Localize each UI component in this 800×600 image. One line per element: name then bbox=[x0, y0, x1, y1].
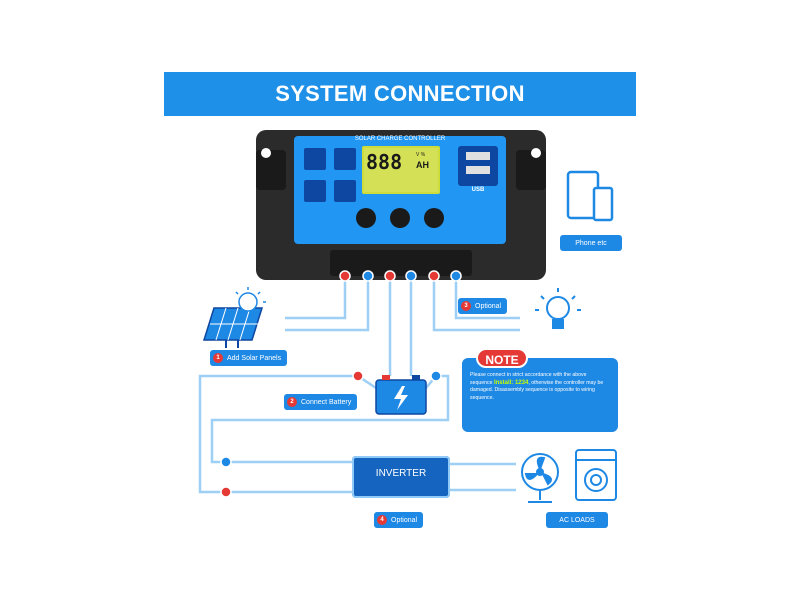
label-ac-loads: AC LOADS bbox=[546, 512, 608, 528]
step-number: 1 bbox=[213, 353, 223, 363]
menu-button-icon bbox=[356, 208, 376, 228]
lcd-small-units: V % bbox=[416, 152, 426, 158]
battery-negative-dot bbox=[430, 370, 442, 382]
note-tag: NOTE bbox=[476, 348, 528, 368]
tablet-phone-icon bbox=[566, 170, 614, 222]
battery-positive-dot bbox=[352, 370, 364, 382]
note-highlight: Install: 1234 bbox=[493, 379, 529, 386]
label-connect-battery: 2 Connect Battery bbox=[284, 394, 358, 410]
step-number: 4 bbox=[377, 515, 387, 525]
label-optional-load: 3 Optional bbox=[458, 298, 508, 314]
page-title: SYSTEM CONNECTION bbox=[164, 72, 636, 116]
washing-machine-icon bbox=[575, 449, 617, 501]
inverter-positive-dot bbox=[220, 486, 232, 498]
lcd-digits: 888 bbox=[366, 150, 403, 174]
mount-hole-icon bbox=[261, 148, 271, 158]
label-optional-inverter: 4 Optional bbox=[374, 512, 424, 528]
step-text: Add Solar Panels bbox=[227, 354, 282, 362]
wire-solar-negative bbox=[285, 276, 370, 332]
step-number: 3 bbox=[461, 301, 471, 311]
terminal-solar-positive bbox=[339, 270, 351, 282]
step-text: Connect Battery bbox=[301, 398, 352, 406]
wire-solar-positive bbox=[285, 276, 347, 320]
lcd-unit: AH bbox=[416, 160, 429, 170]
lock-mode-icon bbox=[334, 180, 356, 202]
light-bulb-icon bbox=[535, 288, 581, 329]
label-phone: Phone etc bbox=[560, 235, 622, 251]
terminal-load-negative bbox=[450, 270, 462, 282]
terminal-strip bbox=[330, 250, 472, 276]
terminal-solar-negative bbox=[362, 270, 374, 282]
sun-mode-icon bbox=[334, 148, 356, 170]
solar-mode-icon bbox=[304, 148, 326, 170]
mount-hole-icon bbox=[531, 148, 541, 158]
wire-load-positive bbox=[432, 276, 520, 332]
fan-icon bbox=[521, 453, 559, 503]
down-button-icon bbox=[390, 208, 410, 228]
charge-controller bbox=[256, 130, 546, 280]
note-text-after: , otherwise the controller may be damage… bbox=[470, 379, 604, 401]
inverter-negative-dot bbox=[220, 456, 232, 468]
battery-icon bbox=[375, 375, 427, 415]
inverter-label: INVERTER bbox=[375, 468, 427, 479]
label-add-solar-panels: 1 Add Solar Panels bbox=[210, 350, 288, 366]
step-number: 2 bbox=[287, 397, 297, 407]
controller-header: SOLAR CHARGE CONTROLLER bbox=[354, 136, 446, 142]
inverter-icon bbox=[352, 456, 450, 498]
note-text-before: Please connect in strict accordance with… bbox=[470, 372, 587, 386]
terminal-battery-negative bbox=[405, 270, 417, 282]
usb-label: USB bbox=[471, 187, 485, 193]
up-button-icon bbox=[424, 208, 444, 228]
step-text: Optional bbox=[475, 302, 502, 310]
wire-load-negative bbox=[454, 276, 520, 320]
solar-panel-icon bbox=[202, 307, 264, 348]
sun-icon bbox=[235, 287, 266, 312]
note-box: Please connect in strict accordance with… bbox=[462, 358, 618, 432]
terminal-load-positive bbox=[428, 270, 440, 282]
step-text: Optional bbox=[391, 516, 418, 524]
terminal-battery-positive bbox=[384, 270, 396, 282]
timer-mode-icon bbox=[304, 180, 326, 202]
wire-inverter-positive bbox=[198, 374, 377, 494]
